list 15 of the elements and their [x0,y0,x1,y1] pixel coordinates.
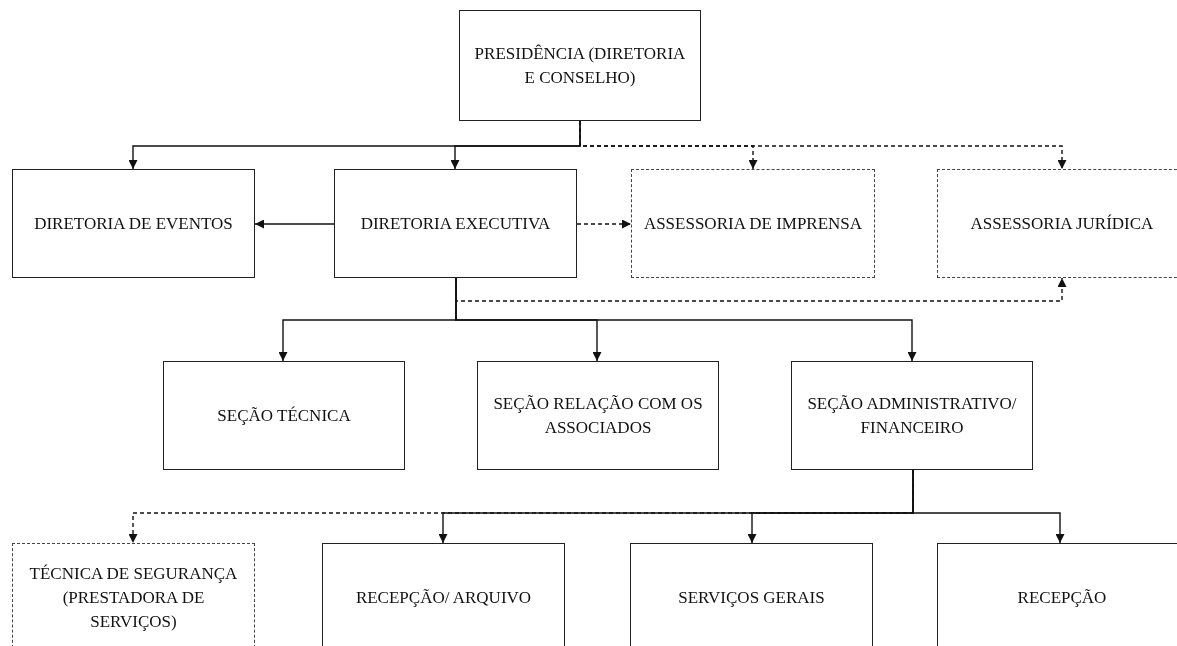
org-box: SERVIÇOS GERAIS [630,543,873,646]
org-box: SEÇÃO RELAÇÃO COM OS ASSOCIADOS [477,361,719,470]
dashed-box: ASSESSORIA JURÍDICA [937,169,1177,278]
org-box: DIRETORIA DE EVENTOS [12,169,255,278]
org-box: RECEPÇÃO/ ARQUIVO [322,543,565,646]
arrow [254,219,335,229]
dashed-box: ASSESSORIA DE IMPRENSA [631,169,875,278]
org-box: SEÇÃO ADMINISTRATIVO/ FINANCEIRO [791,361,1033,470]
org-box: RECEPÇÃO [937,543,1177,646]
org-box: SEÇÃO TÉCNICA [163,361,405,470]
org-box: PRESIDÊNCIA (DIRETORIA E CONSELHO) [459,10,701,121]
dashed-box: TÉCNICA DE SEGURANÇA (PRESTADORA DE SERVIÇOS) [12,543,255,646]
dashed-arrow [576,219,632,229]
dashed-arrow [455,277,1067,302]
org-box: DIRETORIA EXECUTIVA [334,169,577,278]
